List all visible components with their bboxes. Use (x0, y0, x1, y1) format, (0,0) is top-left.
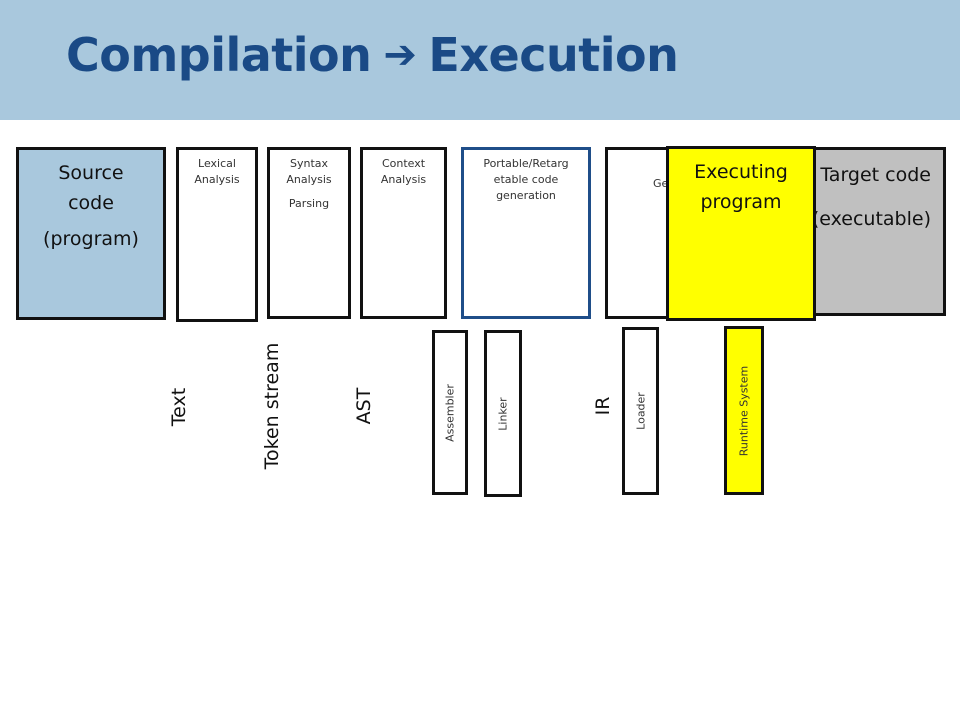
target-line1: Target code (820, 164, 931, 186)
source-code-box: Source code (program) (16, 147, 166, 320)
stream-label-text: Text (168, 387, 190, 427)
lexical-line2: Analysis (194, 173, 240, 186)
syntax-line3: Parsing (288, 197, 330, 210)
linker-label: Linker (496, 396, 510, 431)
source-line2: code (68, 192, 114, 214)
title-banner (0, 0, 960, 120)
codegen-partial-label: Ge (653, 177, 669, 190)
linker-box: Linker (484, 330, 522, 497)
target-code-box: Target code (executable) (800, 147, 946, 316)
title-execution: Execution (428, 28, 679, 82)
lexical-analysis-box: Lexical Analysis (176, 147, 258, 322)
syntax-line2: Analysis (286, 173, 332, 186)
slide-title: Compilation➔Execution (66, 28, 679, 82)
executing-line2: program (700, 191, 782, 213)
arrow-right-icon: ➔ (383, 32, 417, 78)
executing-program-box: Executing program (666, 146, 816, 321)
syntax-analysis-box: Syntax Analysis Parsing (267, 147, 351, 319)
portable-line3: generation (496, 189, 556, 202)
portable-line2: etable code (493, 173, 559, 186)
target-line2: (executable) (811, 208, 931, 230)
loader-label: Loader (634, 392, 647, 430)
context-analysis-box: Context Analysis (360, 147, 447, 319)
source-line3: (program) (43, 228, 139, 250)
stream-label-token-stream: Token stream (261, 342, 283, 470)
runtime-system-box: Runtime System (724, 326, 764, 495)
runtime-system-label: Runtime System (737, 365, 751, 456)
context-line2: Analysis (380, 173, 427, 186)
loader-box: Loader (622, 327, 659, 495)
source-line1: Source (58, 162, 124, 184)
portable-line1: Portable/Retarg (483, 157, 569, 170)
stream-label-ast: AST (353, 387, 375, 425)
syntax-line1: Syntax (289, 157, 329, 170)
executing-line1: Executing (694, 161, 788, 183)
stream-label-ir: IR (592, 396, 614, 416)
assembler-label: Assembler (443, 383, 457, 442)
context-line1: Context (381, 157, 426, 170)
portable-codegen-box: Portable/Retarg etable code generation (461, 147, 591, 319)
lexical-line1: Lexical (198, 157, 236, 170)
title-compilation: Compilation (66, 28, 372, 82)
assembler-box: Assembler (432, 330, 468, 495)
